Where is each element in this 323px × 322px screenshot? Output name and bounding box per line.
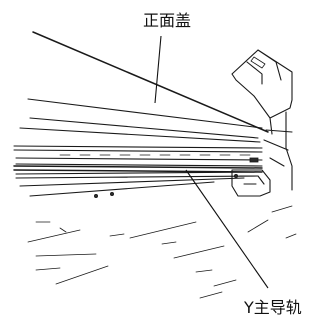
housing-slot [250, 56, 266, 69]
front-cover-leader [154, 35, 162, 104]
y-main-rail [13, 165, 263, 173]
screw-dot [94, 193, 99, 198]
y-rail-leader [185, 169, 269, 289]
base-floor-lines [27, 205, 297, 299]
y-rail-label: Y主导轨 [243, 298, 302, 317]
screw-dot [233, 173, 238, 178]
front-cover-lines [19, 98, 263, 143]
right-support [263, 111, 293, 191]
front-cover-label: 正面盖 [143, 11, 191, 30]
screw-dot [110, 191, 115, 196]
rail-bed-lines [13, 145, 263, 197]
right-housing [231, 49, 293, 135]
front-cover-top-edge [32, 31, 269, 133]
carriage-block [231, 169, 271, 197]
carriage-detail [249, 157, 259, 163]
